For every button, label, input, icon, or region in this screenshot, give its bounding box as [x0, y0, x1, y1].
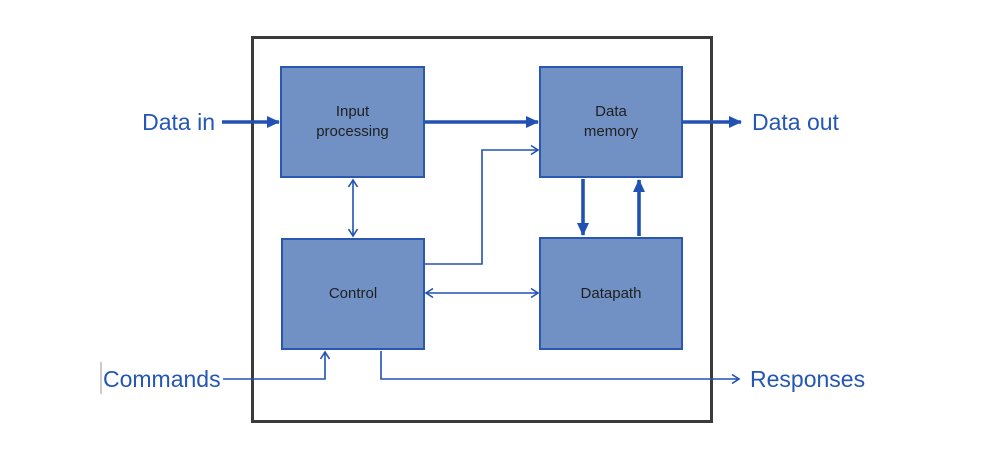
text-caret — [100, 362, 102, 394]
box-input-processing: Input processing — [280, 66, 425, 178]
box-control: Control — [281, 238, 425, 350]
label-data-out: Data out — [752, 109, 839, 135]
box-data-memory: Data memory — [539, 66, 683, 178]
box-data-memory-label-line2: memory — [583, 123, 639, 140]
system-boundary — [251, 36, 713, 423]
box-input-processing-label-line1: Input — [335, 103, 370, 120]
label-responses: Responses — [750, 366, 866, 392]
label-commands: Commands — [103, 366, 221, 392]
box-data-memory-label-line1: Data — [595, 103, 627, 120]
box-datapath: Datapath — [539, 237, 683, 350]
box-input-processing-label-line2: processing — [316, 123, 389, 140]
label-data-in: Data in — [142, 109, 215, 135]
box-control-label: Control — [328, 285, 378, 302]
box-datapath-label: Datapath — [580, 284, 642, 302]
